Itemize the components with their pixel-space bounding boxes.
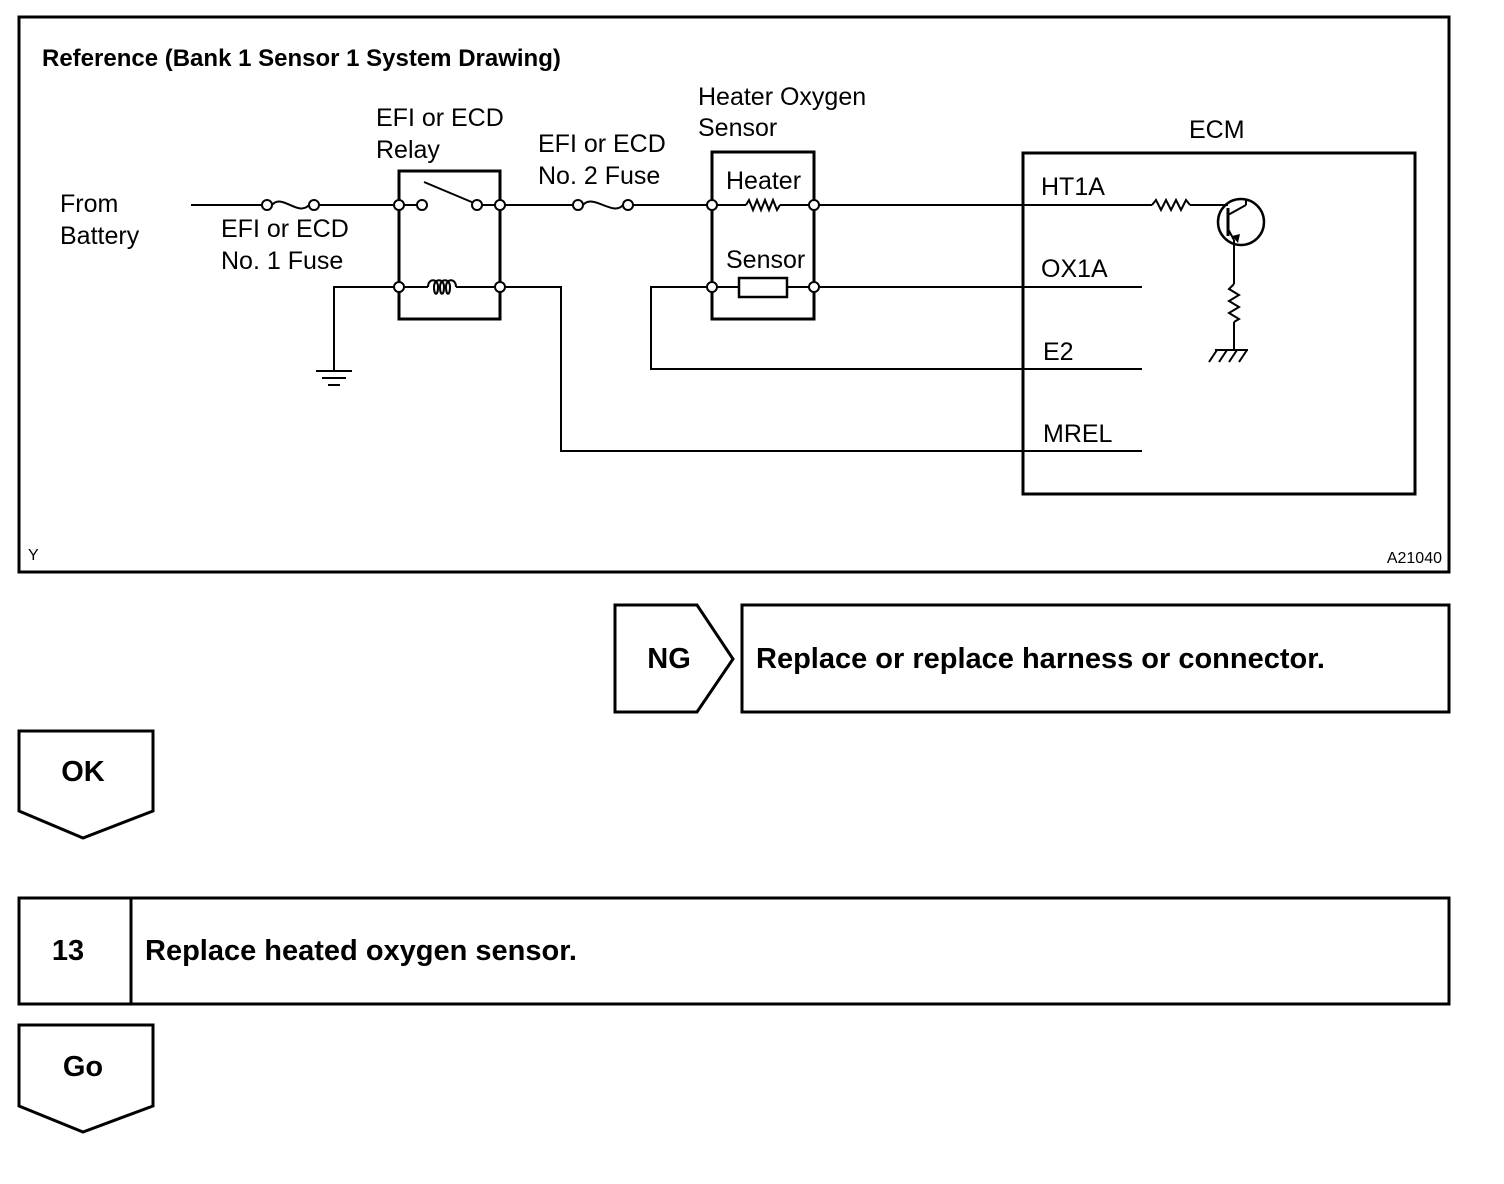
- step-box: [17, 896, 1451, 1006]
- go-arrow-shape: [17, 1023, 155, 1134]
- pin-mrel-label: MREL: [1043, 420, 1113, 448]
- fuse1-symbol: [261, 199, 320, 211]
- from-battery-label-2: Battery: [60, 222, 140, 250]
- ecm-resistor-symbol: [1151, 197, 1228, 213]
- ok-arrow-shape: [17, 729, 155, 840]
- ecm-pulldown-resistor-symbol: [1227, 283, 1241, 350]
- sensor-title: Heater Oxygen: [698, 83, 866, 111]
- ground-icon: [316, 370, 352, 386]
- figure-id: A21040: [1387, 550, 1442, 567]
- fuse2-label: EFI or ECD: [538, 130, 666, 158]
- relay-label-2: Relay: [376, 136, 440, 164]
- sensor-label: Sensor: [726, 246, 805, 274]
- ground-wire: [333, 286, 394, 370]
- ng-action-box: [740, 603, 1451, 714]
- sensor-terminal: [808, 281, 820, 293]
- ng-action-text: Replace or replace harness or connector.: [756, 643, 1325, 675]
- corner-mark: Y: [28, 547, 39, 564]
- step-text: Replace heated oxygen sensor.: [145, 935, 577, 967]
- relay-label: EFI or ECD: [376, 104, 504, 132]
- ok-label: OK: [61, 756, 105, 788]
- fuse1-label-2: No. 1 Fuse: [221, 247, 343, 275]
- relay-switch-symbol: [405, 181, 495, 211]
- relay-terminal: [494, 199, 506, 211]
- mrel-wire: [505, 286, 1142, 452]
- heater-resistor-symbol: [717, 197, 809, 213]
- pin-ox1a-label: OX1A: [1041, 255, 1108, 283]
- pin-ht1a-label: HT1A: [1041, 173, 1105, 201]
- relay-terminal: [393, 281, 405, 293]
- transistor-icon: [1216, 197, 1266, 284]
- fuse2-symbol: [572, 199, 634, 211]
- ecm-label: ECM: [1189, 116, 1245, 144]
- fuse2-label-2: No. 2 Fuse: [538, 162, 660, 190]
- sensor-terminal: [706, 199, 718, 211]
- sensor-element-symbol: [717, 276, 809, 299]
- fuse1-label: EFI or ECD: [221, 215, 349, 243]
- step-number: 13: [52, 935, 84, 967]
- relay-terminal: [494, 281, 506, 293]
- heater-label: Heater: [726, 167, 801, 195]
- diagram-frame: [17, 15, 1451, 574]
- sensor-title-2: Sensor: [698, 114, 777, 142]
- relay-box: [397, 169, 502, 321]
- sensor-box: [710, 150, 816, 321]
- from-battery-label: From: [60, 190, 118, 218]
- sensor-terminal: [808, 199, 820, 211]
- ng-arrow-shape: [613, 603, 735, 714]
- diagram-title: Reference (Bank 1 Sensor 1 System Drawin…: [42, 45, 561, 72]
- sensor-terminal: [706, 281, 718, 293]
- ng-label: NG: [647, 643, 691, 675]
- relay-terminal: [393, 199, 405, 211]
- e2-wire: [650, 286, 1142, 370]
- pin-e2-label: E2: [1043, 338, 1074, 366]
- relay-coil-symbol: [405, 279, 495, 295]
- chassis-ground-icon: [1208, 349, 1248, 363]
- ecm-box: [1021, 151, 1417, 496]
- go-label: Go: [63, 1051, 103, 1083]
